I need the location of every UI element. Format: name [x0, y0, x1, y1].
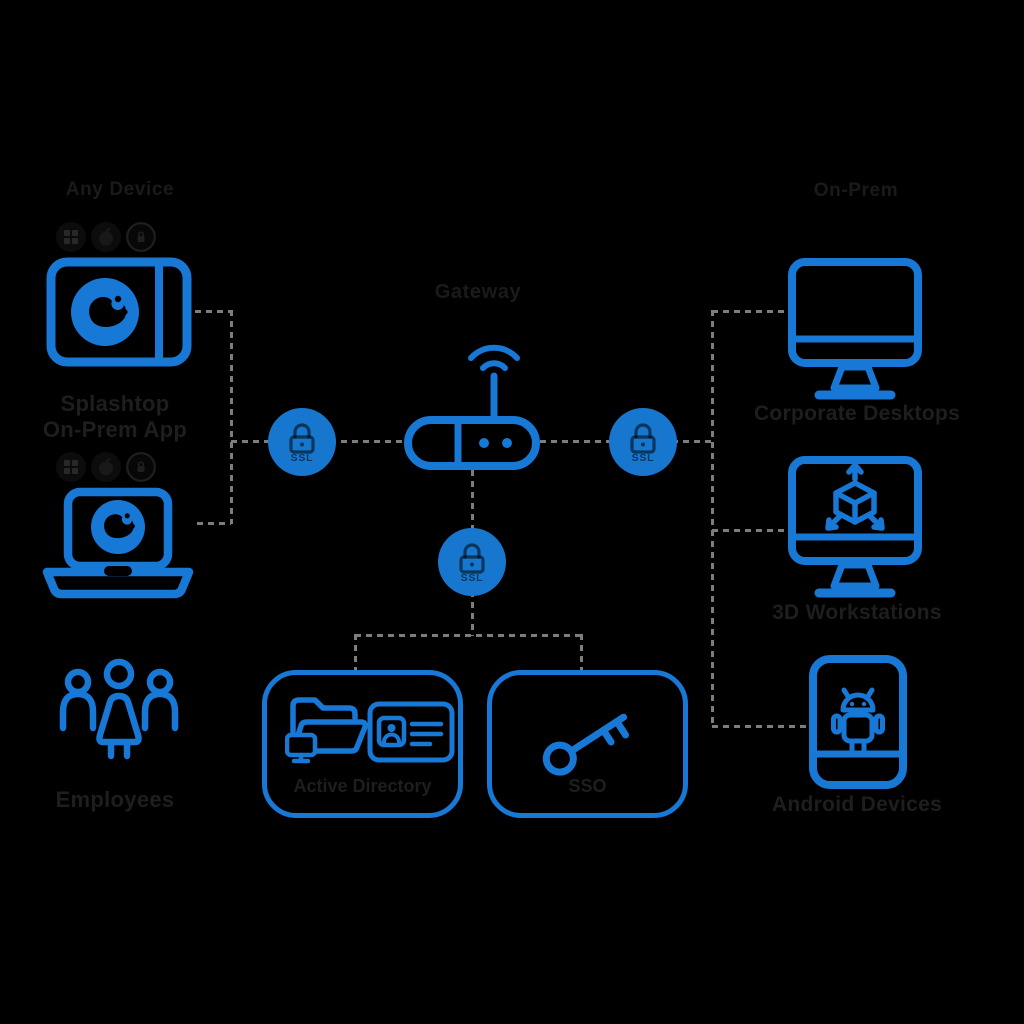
- ssl-badge: SSL: [609, 408, 677, 476]
- employees-group-icon: [59, 658, 179, 760]
- connector-trunk-to-workstations: [712, 529, 787, 532]
- sso-box: SSO: [487, 670, 688, 818]
- connector-left-trunk: [230, 310, 233, 524]
- desktop-monitor-icon: [788, 258, 922, 400]
- lock-icon: [459, 543, 485, 574]
- connector-branch-to-active-directory: [354, 634, 357, 672]
- monitor-glyph-icon: [285, 732, 318, 764]
- mobile-os-icon: [126, 222, 156, 252]
- app-label-line1: Splashtop: [60, 391, 170, 416]
- android-robot-icon: [831, 687, 885, 753]
- ssl-badge-label: SSL: [631, 452, 655, 464]
- wifi-wave-icon: [480, 360, 508, 371]
- open-folder-icon: [285, 697, 368, 764]
- platform-icons-row-top: [56, 222, 156, 252]
- wifi-router-icon: [404, 344, 540, 470]
- sso-label: SSO: [568, 776, 607, 796]
- 3d-cube-icon: [825, 462, 885, 531]
- 3d-workstation-icon: [788, 456, 922, 598]
- apple-icon: [91, 222, 121, 252]
- splashtop-logo-icon: [71, 278, 139, 346]
- wifi-wave-icon: [468, 344, 520, 361]
- android-devices-label: Android Devices: [771, 793, 943, 816]
- windows-icon: [56, 222, 86, 252]
- corporate-desktops-label: Corporate Desktops: [753, 402, 961, 425]
- ssl-badge-label: SSL: [290, 452, 314, 464]
- laptop-icon: [42, 487, 194, 599]
- sso-key-icon: [542, 713, 630, 776]
- id-card-icon: [367, 701, 455, 763]
- android-device-icon: [809, 655, 907, 789]
- windows-icon: [56, 452, 86, 482]
- apple-icon: [91, 452, 121, 482]
- splashtop-logo-icon: [91, 500, 145, 554]
- 3d-workstations-label: 3D Workstations: [772, 601, 942, 624]
- connector-auth-branch: [355, 634, 581, 637]
- right-column-heading: On-Prem: [813, 180, 899, 201]
- lock-icon: [630, 423, 656, 454]
- ssl-badge: SSL: [268, 408, 336, 476]
- gateway-heading: Gateway: [434, 281, 522, 303]
- app-label: Splashtop On-Prem App: [15, 391, 215, 443]
- active-directory-label: Active Directory: [293, 776, 432, 796]
- connector-trunk-to-android: [712, 725, 806, 728]
- employees-label: Employees: [55, 787, 175, 812]
- active-directory-box: Active Directory: [262, 670, 463, 818]
- ssl-badge: SSL: [438, 528, 506, 596]
- tablet-icon: [46, 257, 192, 367]
- connector-trunk-to-desktops: [712, 310, 787, 313]
- lock-icon: [289, 423, 315, 454]
- connector-branch-to-sso: [580, 634, 583, 672]
- left-column-heading: Any Device: [65, 179, 175, 200]
- connector-right-trunk: [711, 310, 714, 727]
- connector-laptop-to-trunk: [197, 522, 231, 525]
- platform-icons-row-bottom: [56, 452, 156, 482]
- connector-tablet-to-trunk: [195, 310, 231, 313]
- app-label-line2: On-Prem App: [42, 417, 188, 442]
- ssl-badge-label: SSL: [460, 572, 484, 584]
- mobile-os-icon: [126, 452, 156, 482]
